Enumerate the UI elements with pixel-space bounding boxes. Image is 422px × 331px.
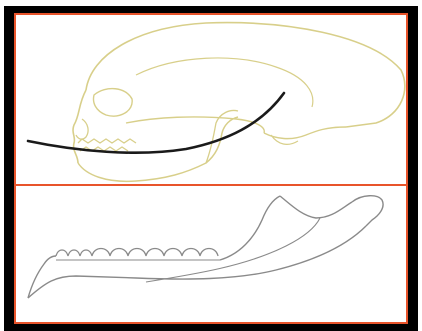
orbit-outline	[94, 89, 133, 116]
chin-outline	[28, 256, 56, 298]
condyle-outline	[352, 196, 383, 226]
zygomatic-arch	[126, 117, 264, 133]
face-profile	[73, 90, 86, 163]
mastoid-outline	[264, 127, 346, 139]
skull-illustration	[16, 15, 406, 186]
mandible-illustration	[16, 186, 406, 322]
occipital-condyle	[271, 135, 298, 144]
tooth-row	[56, 249, 218, 257]
arc-line	[28, 93, 284, 153]
ramus-anterior	[220, 196, 280, 260]
mandible-panel	[14, 184, 408, 324]
sigmoid-notch	[280, 196, 352, 218]
mandible-lower-border	[28, 226, 366, 298]
cranium-outline	[86, 23, 405, 127]
nasal-outline	[76, 119, 88, 139]
skull-panel	[14, 13, 408, 188]
temporal-line	[136, 58, 313, 107]
internal-oblique-line	[146, 218, 320, 282]
upper-teeth	[78, 139, 136, 143]
